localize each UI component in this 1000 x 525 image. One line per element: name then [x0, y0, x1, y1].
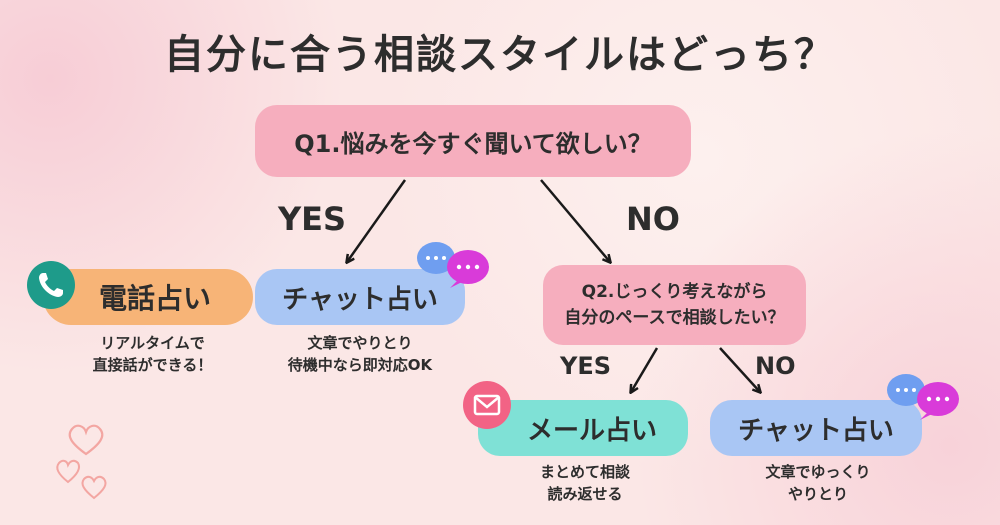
question-1-box: Q1.悩みを今すぐ聞いて欲しい？: [255, 105, 691, 177]
chat-fortune-box-2: チャット占い: [710, 400, 922, 456]
mail-icon: [463, 381, 511, 429]
phone-fortune-box: 電話占い: [43, 269, 253, 325]
yes-label-1: YES: [278, 200, 347, 238]
no-label-1: NO: [626, 200, 680, 238]
phone-fortune-description: リアルタイムで 直接話ができる！: [92, 334, 213, 374]
chat-fortune-description-1: 文章でやりとり 待機中なら即対応OK: [287, 334, 433, 374]
chat-bubble-icon: [417, 242, 489, 288]
page-title: 自分に合う相談スタイルはどっち？: [164, 32, 836, 78]
arrow-q1-no: [540, 179, 610, 262]
question-2-box: Q2.じっくり考えながら 自分のペースで相談したい？: [543, 265, 806, 345]
mail-fortune-box: メール占い: [478, 400, 688, 456]
chat-bubble-icon: [887, 374, 959, 420]
mail-fortune-description: まとめて相談 読み返せる: [539, 463, 630, 503]
arrow-q1-yes: [347, 179, 407, 262]
arrow-q2-yes: [631, 347, 659, 392]
no-label-2: NO: [755, 352, 796, 380]
yes-label-2: YES: [560, 352, 612, 380]
phone-icon: [27, 261, 75, 309]
heart-icon: [56, 424, 107, 500]
chat-fortune-description-2: 文章でゆっくり やりとり: [765, 463, 871, 503]
chat-fortune-box-1: チャット占い: [255, 269, 465, 325]
arrow-q2-no: [719, 347, 760, 392]
